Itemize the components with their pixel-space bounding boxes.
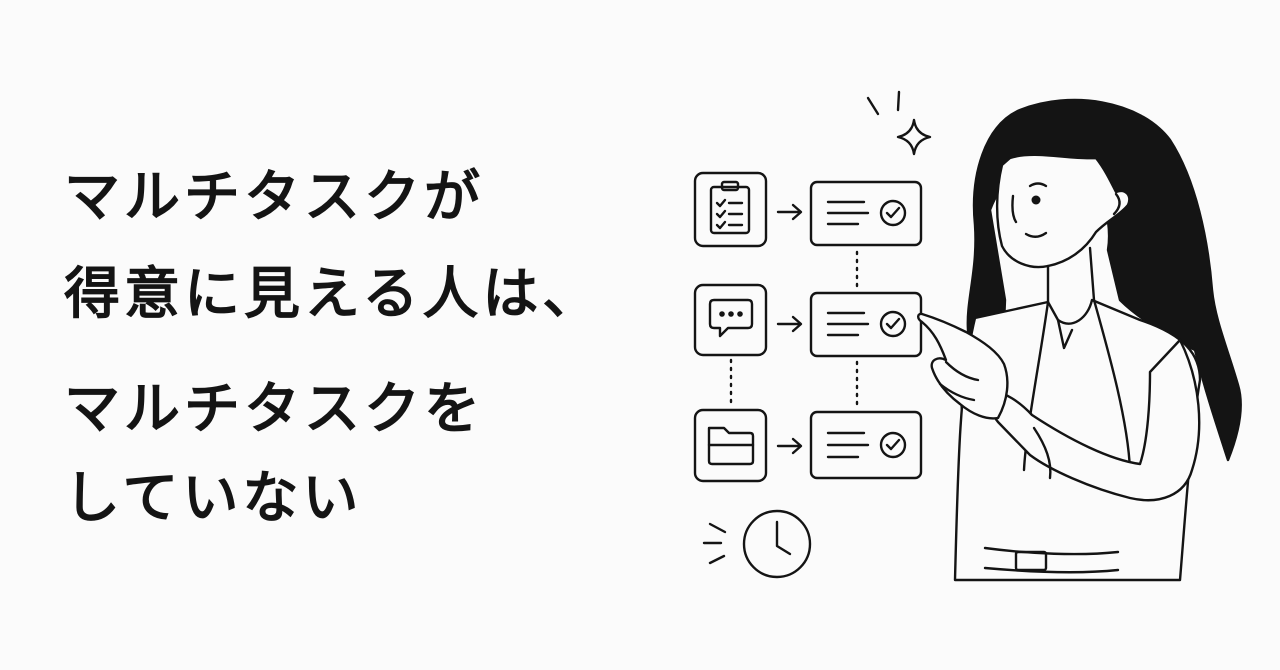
arrow-icon bbox=[776, 203, 803, 221]
illustration-svg bbox=[693, 90, 1242, 582]
task-card-check-icon bbox=[809, 410, 923, 480]
illustration bbox=[640, 60, 1280, 620]
task-card-check-icon bbox=[809, 180, 923, 247]
folder-icon bbox=[693, 408, 768, 483]
headline-line-3: マルチタスクを bbox=[64, 377, 484, 442]
headline-line-2: 得意に見える人は、 bbox=[64, 262, 603, 327]
chat-bubble-icon bbox=[693, 283, 768, 357]
sparkle-icon bbox=[866, 90, 932, 156]
hand bbox=[917, 312, 1009, 420]
task-card-check-icon bbox=[809, 291, 923, 358]
headline-line-4: していない bbox=[64, 466, 363, 531]
arrow-icon bbox=[776, 437, 803, 455]
headline-line-1: マルチタスクが bbox=[64, 165, 484, 230]
clipboard-checklist-icon bbox=[693, 171, 768, 248]
dotted-connector bbox=[729, 250, 859, 406]
hair bbox=[960, 98, 1242, 462]
arrow-icon bbox=[776, 315, 803, 333]
headline: マルチタスクが 得意に見える人は、 マルチタスクを していない bbox=[64, 0, 684, 670]
woman-illustration bbox=[917, 98, 1242, 582]
clock-icon bbox=[702, 509, 812, 579]
face bbox=[995, 153, 1131, 269]
